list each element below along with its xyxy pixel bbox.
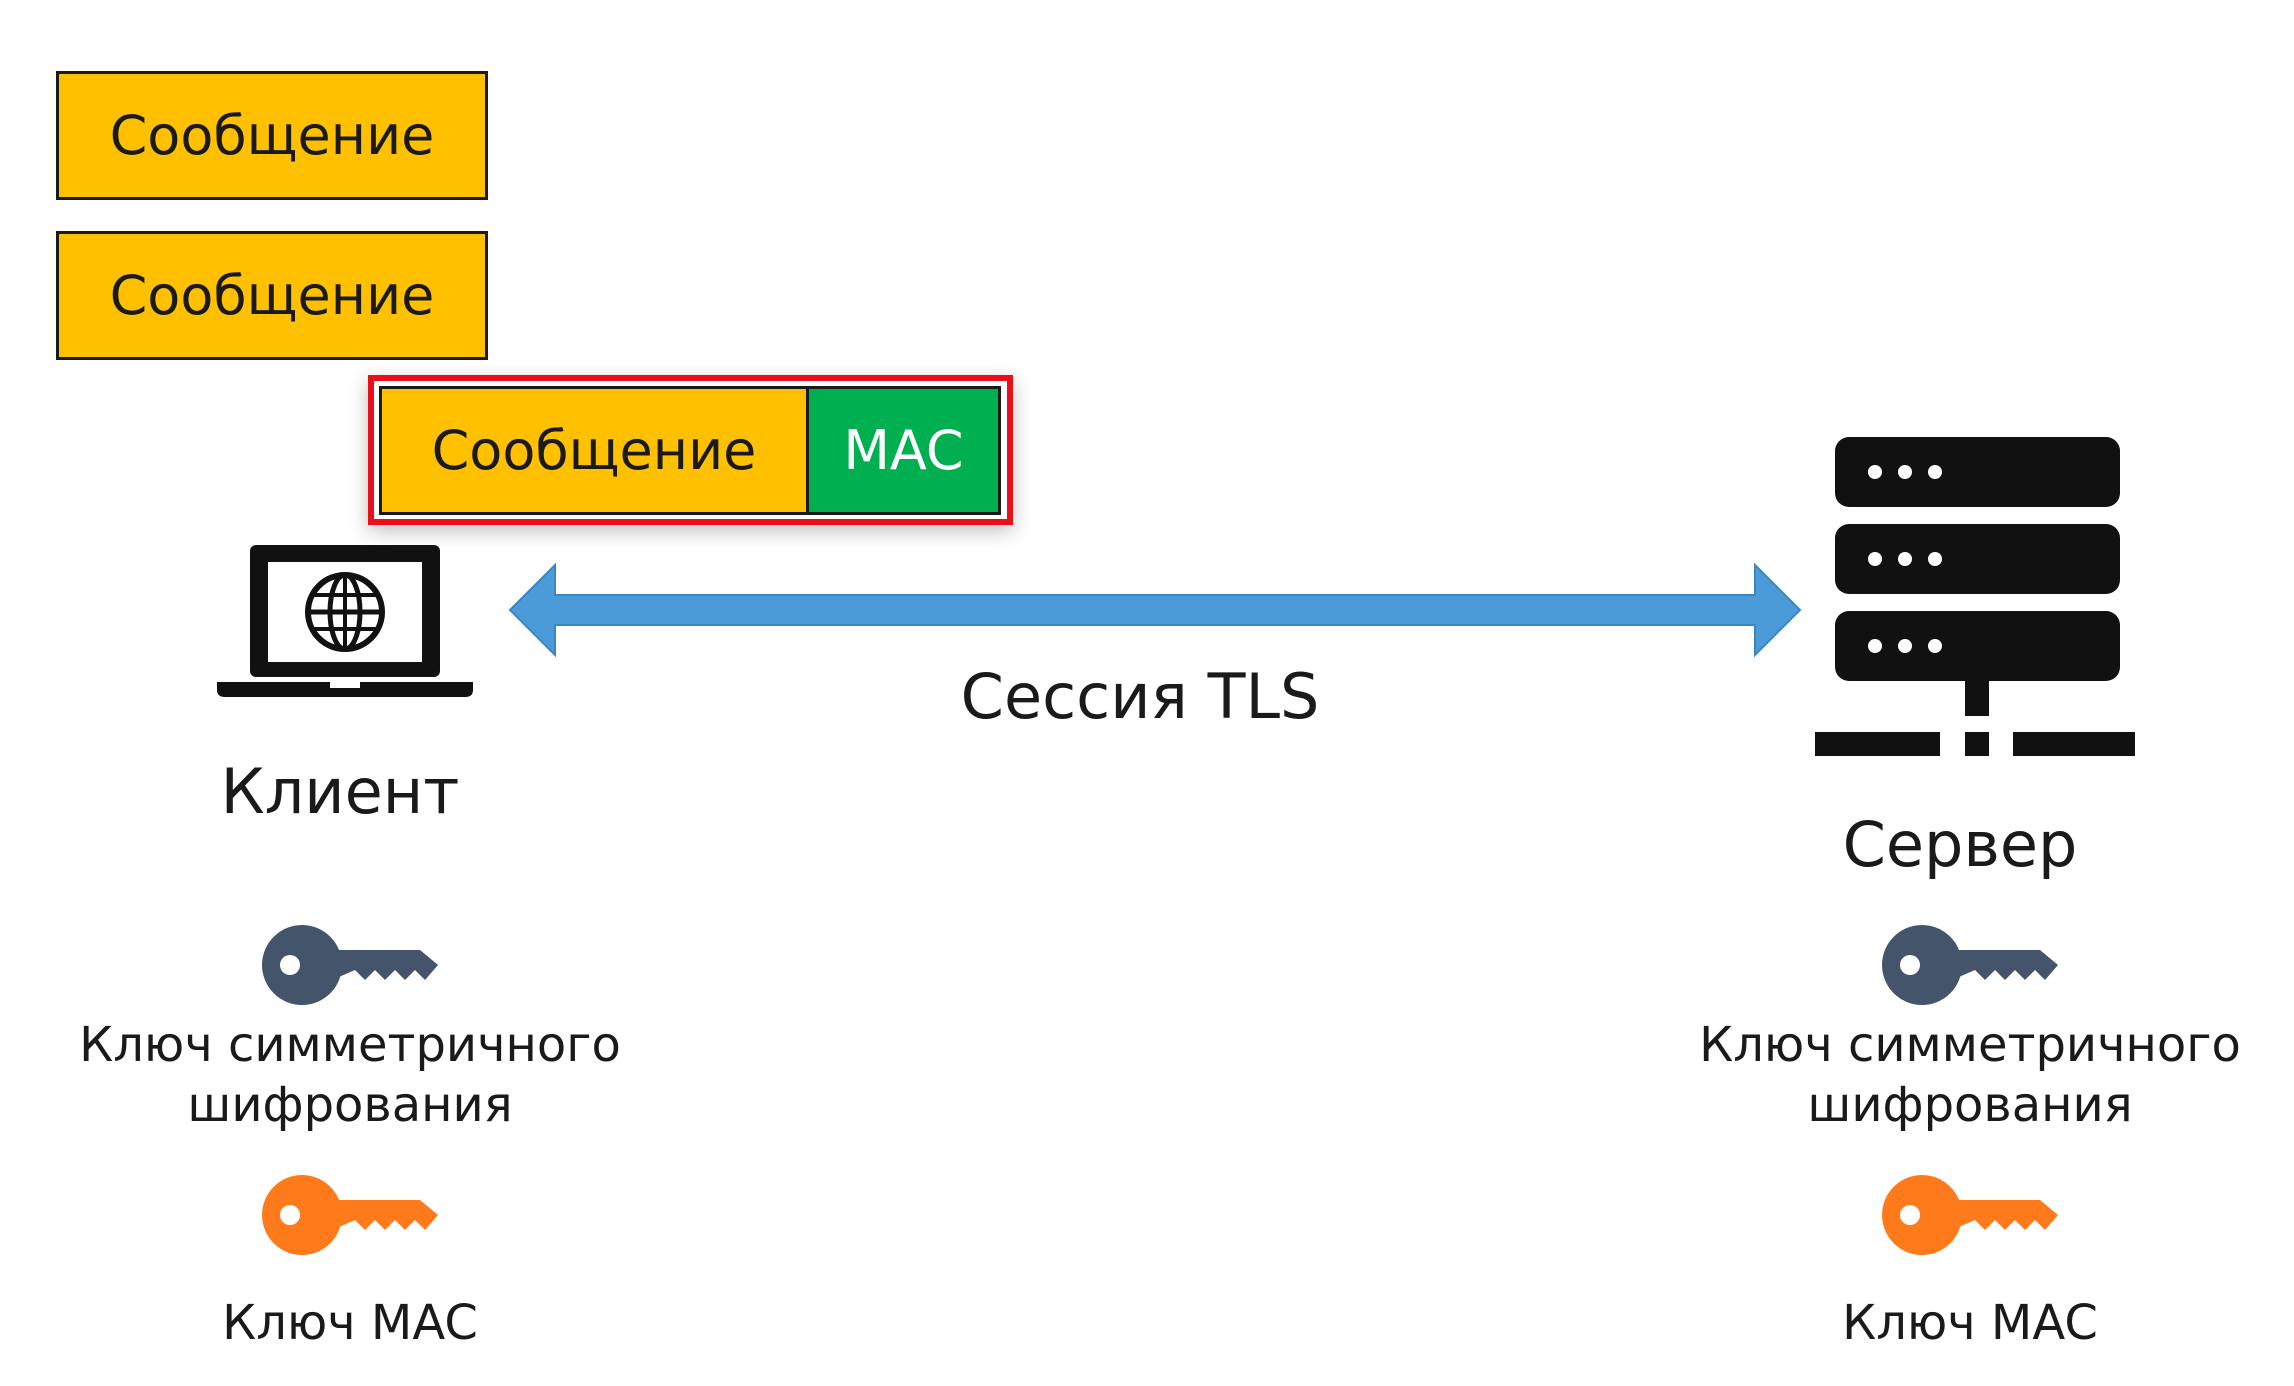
packet-message-label: Сообщение — [431, 419, 757, 482]
client-mac-key-icon — [260, 1170, 440, 1260]
client-symmetric-key-label: Ключ симметричного шифрования — [40, 1015, 660, 1135]
message-box: Сообщение — [56, 231, 488, 360]
client-label: Клиент — [220, 755, 460, 828]
client-symmetric-key-icon — [260, 920, 440, 1010]
server-symmetric-key-label-line1: Ключ симметричного — [1699, 1017, 2241, 1073]
message-label: Сообщение — [109, 104, 435, 167]
packet-mac-label: MAC — [843, 419, 964, 482]
message-box: Сообщение — [56, 71, 488, 200]
packet-message-segment: Сообщение — [382, 389, 809, 512]
client-symmetric-key-label-line2: шифрования — [187, 1077, 513, 1133]
session-double-arrow — [500, 555, 1820, 669]
client-symmetric-key-label-line1: Ключ симметричного — [79, 1017, 621, 1073]
server-symmetric-key-icon — [1880, 920, 2060, 1010]
server-symmetric-key-label-line2: шифрования — [1807, 1077, 2133, 1133]
message-with-mac-packet: Сообщение MAC — [379, 386, 1001, 515]
server-symmetric-key-label: Ключ симметричного шифрования — [1660, 1015, 2280, 1135]
server-mac-key-label: Ключ MAC — [1842, 1295, 2098, 1351]
session-label: Сессия TLS — [960, 660, 1320, 733]
client-mac-key-label: Ключ MAC — [222, 1295, 478, 1351]
server-mac-key-icon — [1880, 1170, 2060, 1260]
message-label: Сообщение — [109, 264, 435, 327]
laptop-globe-icon — [215, 540, 475, 709]
server-rack-icon — [1805, 432, 2138, 776]
packet-mac-segment: MAC — [809, 389, 998, 512]
server-label: Сервер — [1842, 808, 2078, 881]
